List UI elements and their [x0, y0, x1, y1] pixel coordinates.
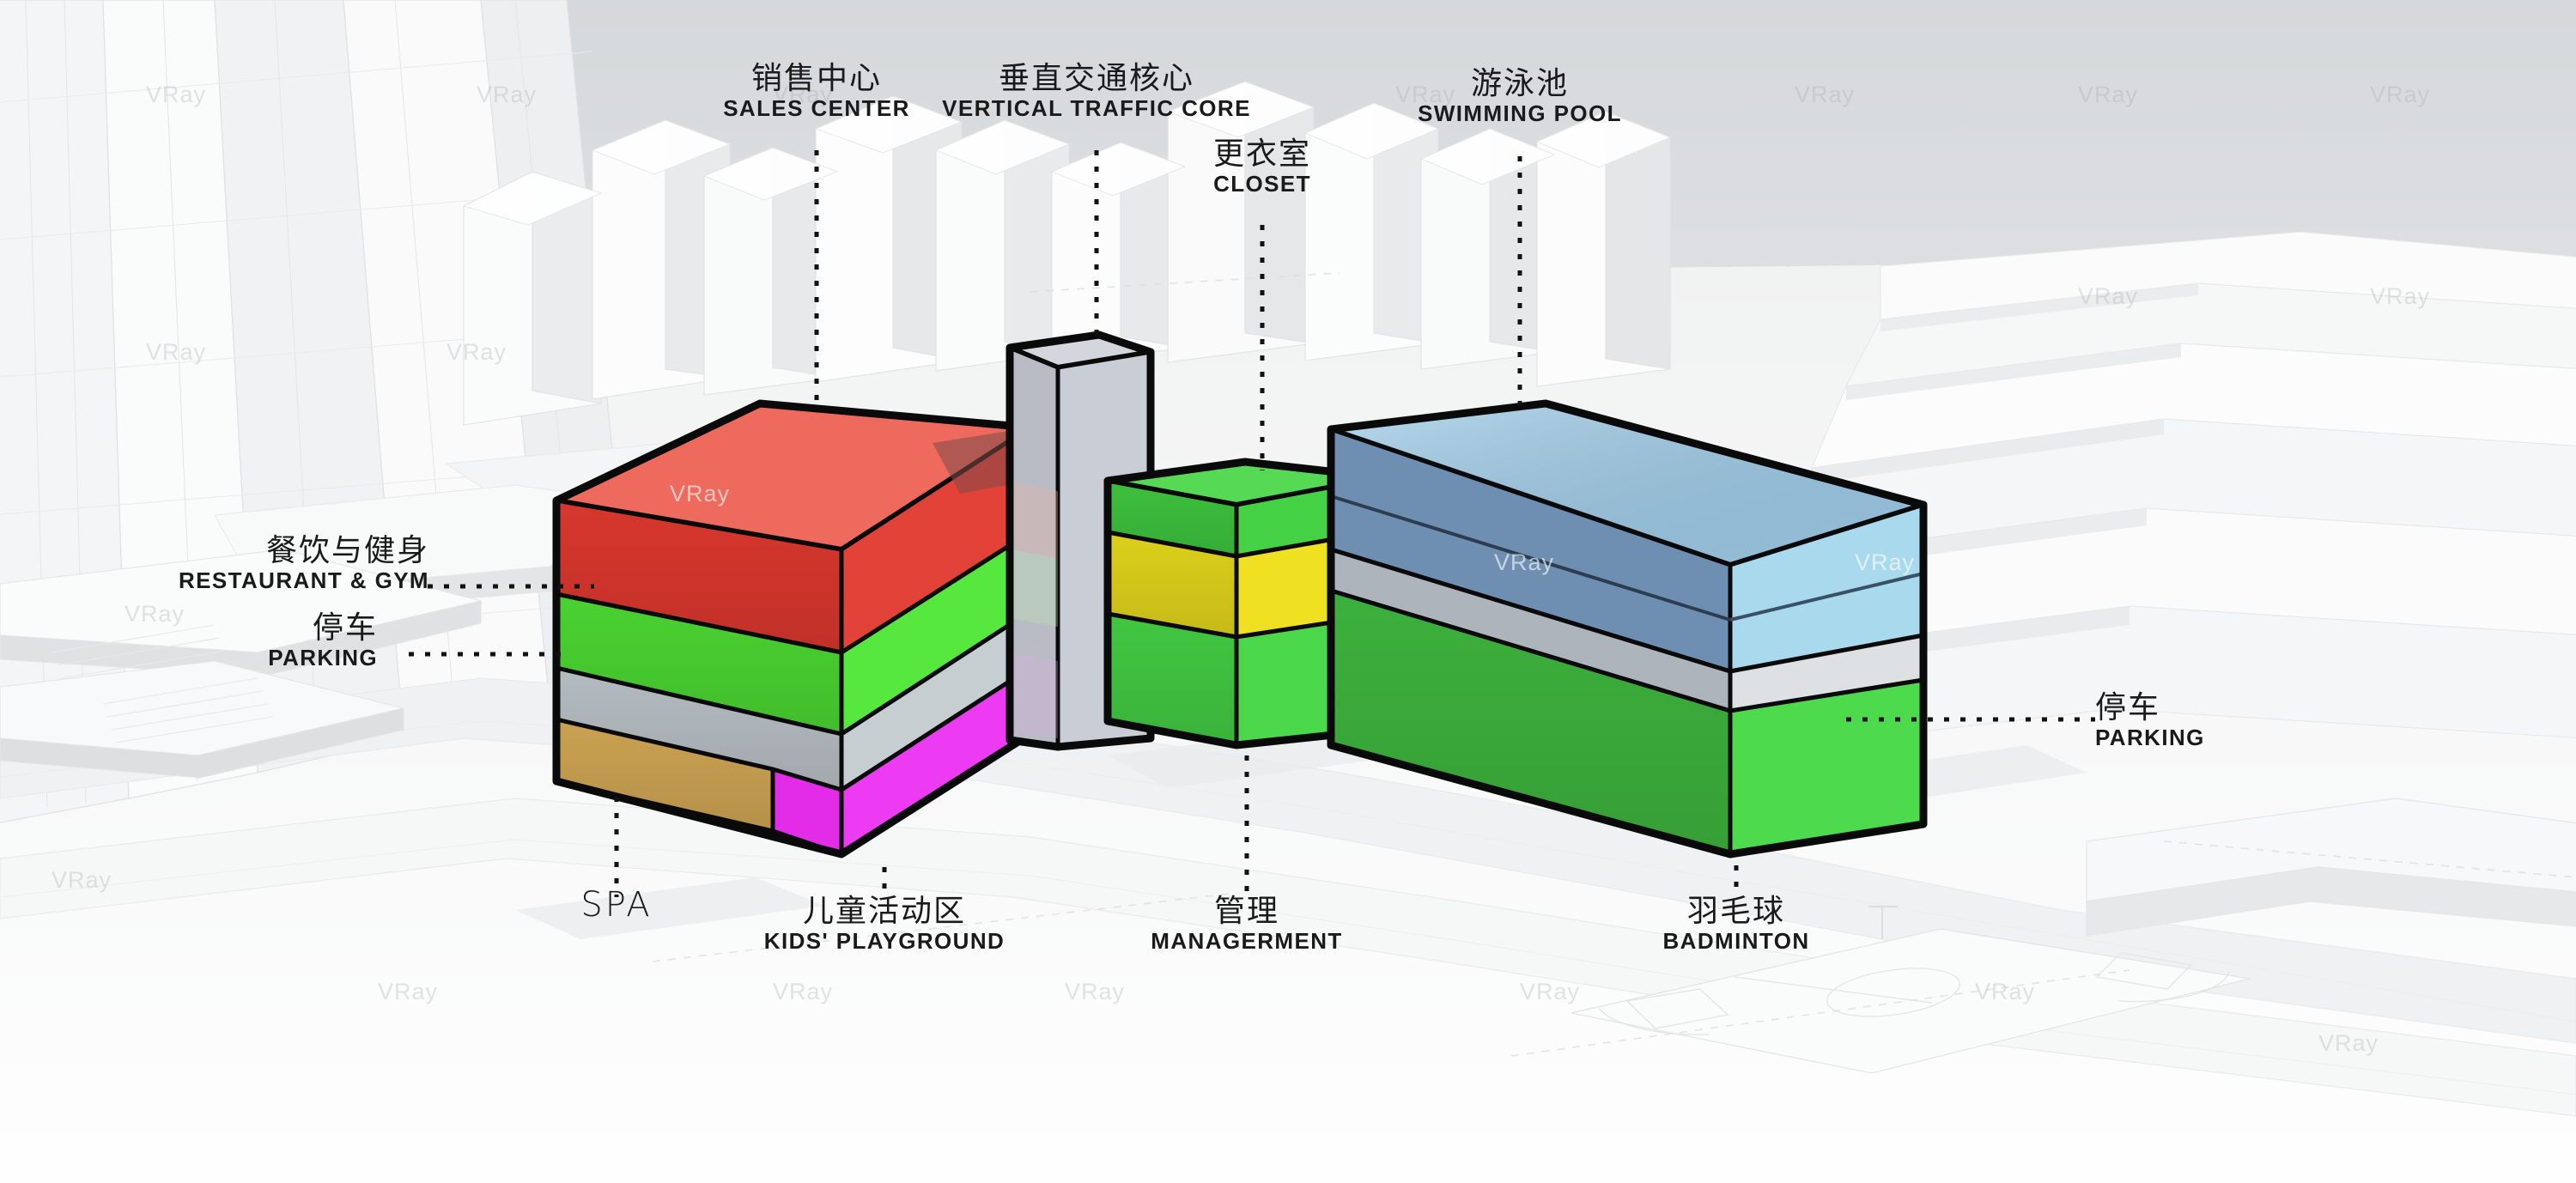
layer-sales-center: [554, 401, 1033, 655]
label-vertical-core-cn: 垂直交通核心: [998, 61, 1195, 96]
label-closet-en: CLOSET: [1213, 171, 1311, 197]
leader-lines: [409, 150, 2095, 897]
label-spa-cn: SPA: [580, 885, 653, 925]
label-closet: 更衣室 CLOSET: [1212, 136, 1312, 197]
label-management-en: MANAGERMENT: [1151, 928, 1343, 955]
watermark-3: VRay: [1395, 82, 1456, 107]
watermark-18: VRay: [2318, 1030, 2379, 1056]
watermark-19: VRay: [1855, 549, 1916, 575]
label-management-cn: 管理: [1213, 894, 1280, 929]
label-swimming-pool-en: SWIMMING POOL: [1418, 100, 1622, 127]
watermark-8: VRay: [447, 339, 507, 365]
label-parking-left-en: PARKING: [268, 645, 378, 671]
east-block: [1327, 399, 1928, 858]
watermark-15: VRay: [1065, 979, 1126, 1004]
watermark-14: VRay: [773, 979, 834, 1004]
label-parking-right-cn: 停车: [2095, 690, 2161, 725]
label-vertical-core-en: VERTICAL TRAFFIC CORE: [942, 95, 1251, 122]
watermark-5: VRay: [2078, 82, 2139, 107]
label-restaurant-gym-cn: 餐饮与健身: [265, 533, 429, 568]
label-swimming-pool-cn: 游泳池: [1470, 66, 1569, 101]
watermark-2: VRay: [773, 82, 834, 107]
label-parking-left: 停车 PARKING: [268, 610, 378, 671]
layer-spa-kids: [554, 665, 1033, 857]
watermark-1: VRay: [477, 82, 538, 107]
label-kids-playground-cn: 儿童活动区: [802, 894, 966, 929]
watermark-17: VRay: [1975, 979, 2036, 1004]
watermark-21: VRay: [670, 481, 731, 507]
west-block: [552, 399, 1035, 858]
label-badminton-cn: 羽毛球: [1686, 894, 1785, 929]
watermark-0: VRay: [146, 82, 207, 107]
label-closet-cn: 更衣室: [1212, 136, 1312, 172]
watermark-20: VRay: [1494, 549, 1555, 575]
label-vertical-core: 垂直交通核心 VERTICAL TRAFFIC CORE: [942, 61, 1251, 122]
label-parking-right: 停车 PARKING: [2095, 690, 2205, 751]
label-kids-playground: 儿童活动区 KIDS' PLAYGROUND: [763, 894, 1005, 955]
watermark-7: VRay: [146, 339, 207, 365]
label-kids-playground-en: KIDS' PLAYGROUND: [763, 928, 1005, 955]
watermark-9: VRay: [2078, 283, 2139, 309]
label-restaurant-gym: 餐饮与健身 RESTAURANT & GYM: [178, 533, 429, 594]
watermark-6: VRay: [2370, 82, 2431, 107]
watermark-11: VRay: [125, 601, 185, 627]
watermark-4: VRay: [1795, 82, 1856, 107]
watermark-16: VRay: [1520, 979, 1581, 1004]
layer-parking-west: [554, 609, 1033, 792]
label-parking-left-cn: 停车: [312, 610, 378, 646]
label-management: 管理 MANAGERMENT: [1151, 894, 1343, 955]
label-parking-right-en: PARKING: [2095, 725, 2205, 751]
watermark-12: VRay: [52, 867, 112, 893]
watermark-10: VRay: [2370, 283, 2431, 309]
label-sales-center: 销售中心 SALES CENTER: [723, 61, 910, 122]
watermark-13: VRay: [378, 979, 439, 1004]
label-swimming-pool: 游泳池 SWIMMING POOL: [1418, 66, 1622, 127]
label-badminton: 羽毛球 BADMINTON: [1662, 894, 1810, 955]
label-sales-center-cn: 销售中心: [750, 61, 883, 96]
label-badminton-en: BADMINTON: [1662, 928, 1810, 955]
label-spa: SPA: [580, 886, 652, 925]
label-sales-center-en: SALES CENTER: [723, 95, 910, 122]
label-restaurant-gym-en: RESTAURANT & GYM: [178, 567, 429, 594]
